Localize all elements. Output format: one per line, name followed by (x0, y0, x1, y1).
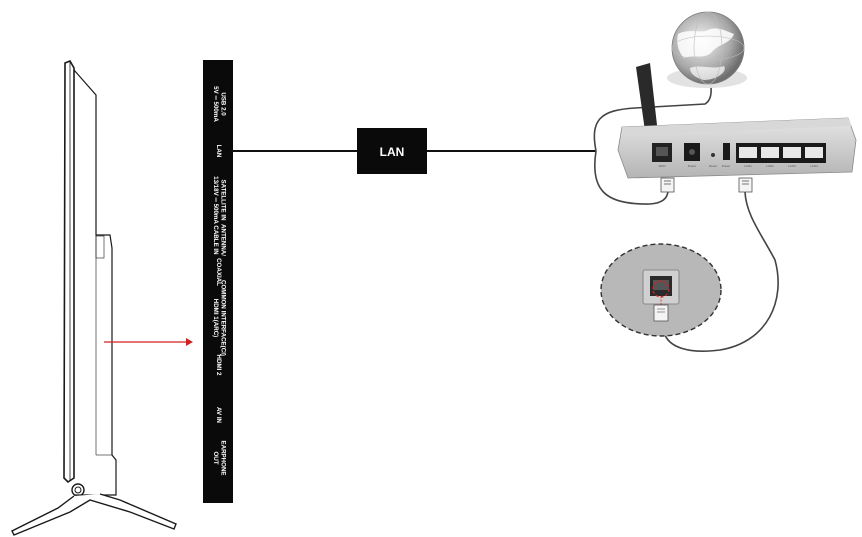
internet-globe-icon (667, 11, 747, 88)
router-cables (593, 79, 779, 352)
port-label-6: HDMI 2 (215, 355, 222, 377)
tv-side-view (11, 59, 177, 536)
router-reset-button[interactable] (711, 153, 715, 157)
lan-cable: LAN (231, 128, 596, 174)
rj45-plug-icon (653, 304, 669, 322)
port-label-2: SATELLITE IN13/18V ═ 500mA (212, 176, 227, 224)
rj45-plug-icon (660, 177, 675, 193)
router: WAN Power Reset Power LAN1 LAN2 LAN3 LAN… (617, 63, 857, 179)
port-label-1: LAN (215, 145, 222, 158)
router-port-label: LAN4 (810, 164, 818, 168)
router-port-label: WAN (659, 164, 666, 168)
router-port-label: Power (722, 164, 731, 168)
tv-connector-panel: USB 2.05V ═ 500mA LAN SATELLITE IN13/18V ═… (203, 60, 233, 503)
lan-cable-label: LAN (380, 145, 405, 159)
router-plugs (660, 177, 753, 193)
router-port-label: Power (688, 164, 697, 168)
port-label-5: COMMON INTERFACE(CI)HDMI 1(ARC) (212, 280, 227, 356)
rj45-plug-icon (738, 177, 753, 193)
lan-cable-label-box (357, 128, 427, 174)
router-port-label: LAN2 (766, 164, 774, 168)
router-lan-ports[interactable] (736, 143, 826, 163)
wall-socket-inset (600, 243, 722, 337)
router-power-switch[interactable] (723, 143, 730, 160)
wall-socket-port[interactable] (653, 280, 669, 290)
port-label-0: USB 2.05V ═ 500mA (212, 86, 227, 122)
router-antenna (636, 63, 658, 138)
port-label-3: ANTENNA/CABLE IN (212, 224, 227, 256)
zoom-arrow (104, 338, 193, 346)
router-port-label: LAN3 (788, 164, 796, 168)
port-label-4: COAXIAL (215, 258, 222, 286)
router-port-label: LAN1 (744, 164, 752, 168)
port-label-7: AV IN (215, 407, 222, 424)
port-label-8: EARPHONEOUT (212, 440, 227, 475)
router-port-label: Reset (709, 164, 717, 168)
